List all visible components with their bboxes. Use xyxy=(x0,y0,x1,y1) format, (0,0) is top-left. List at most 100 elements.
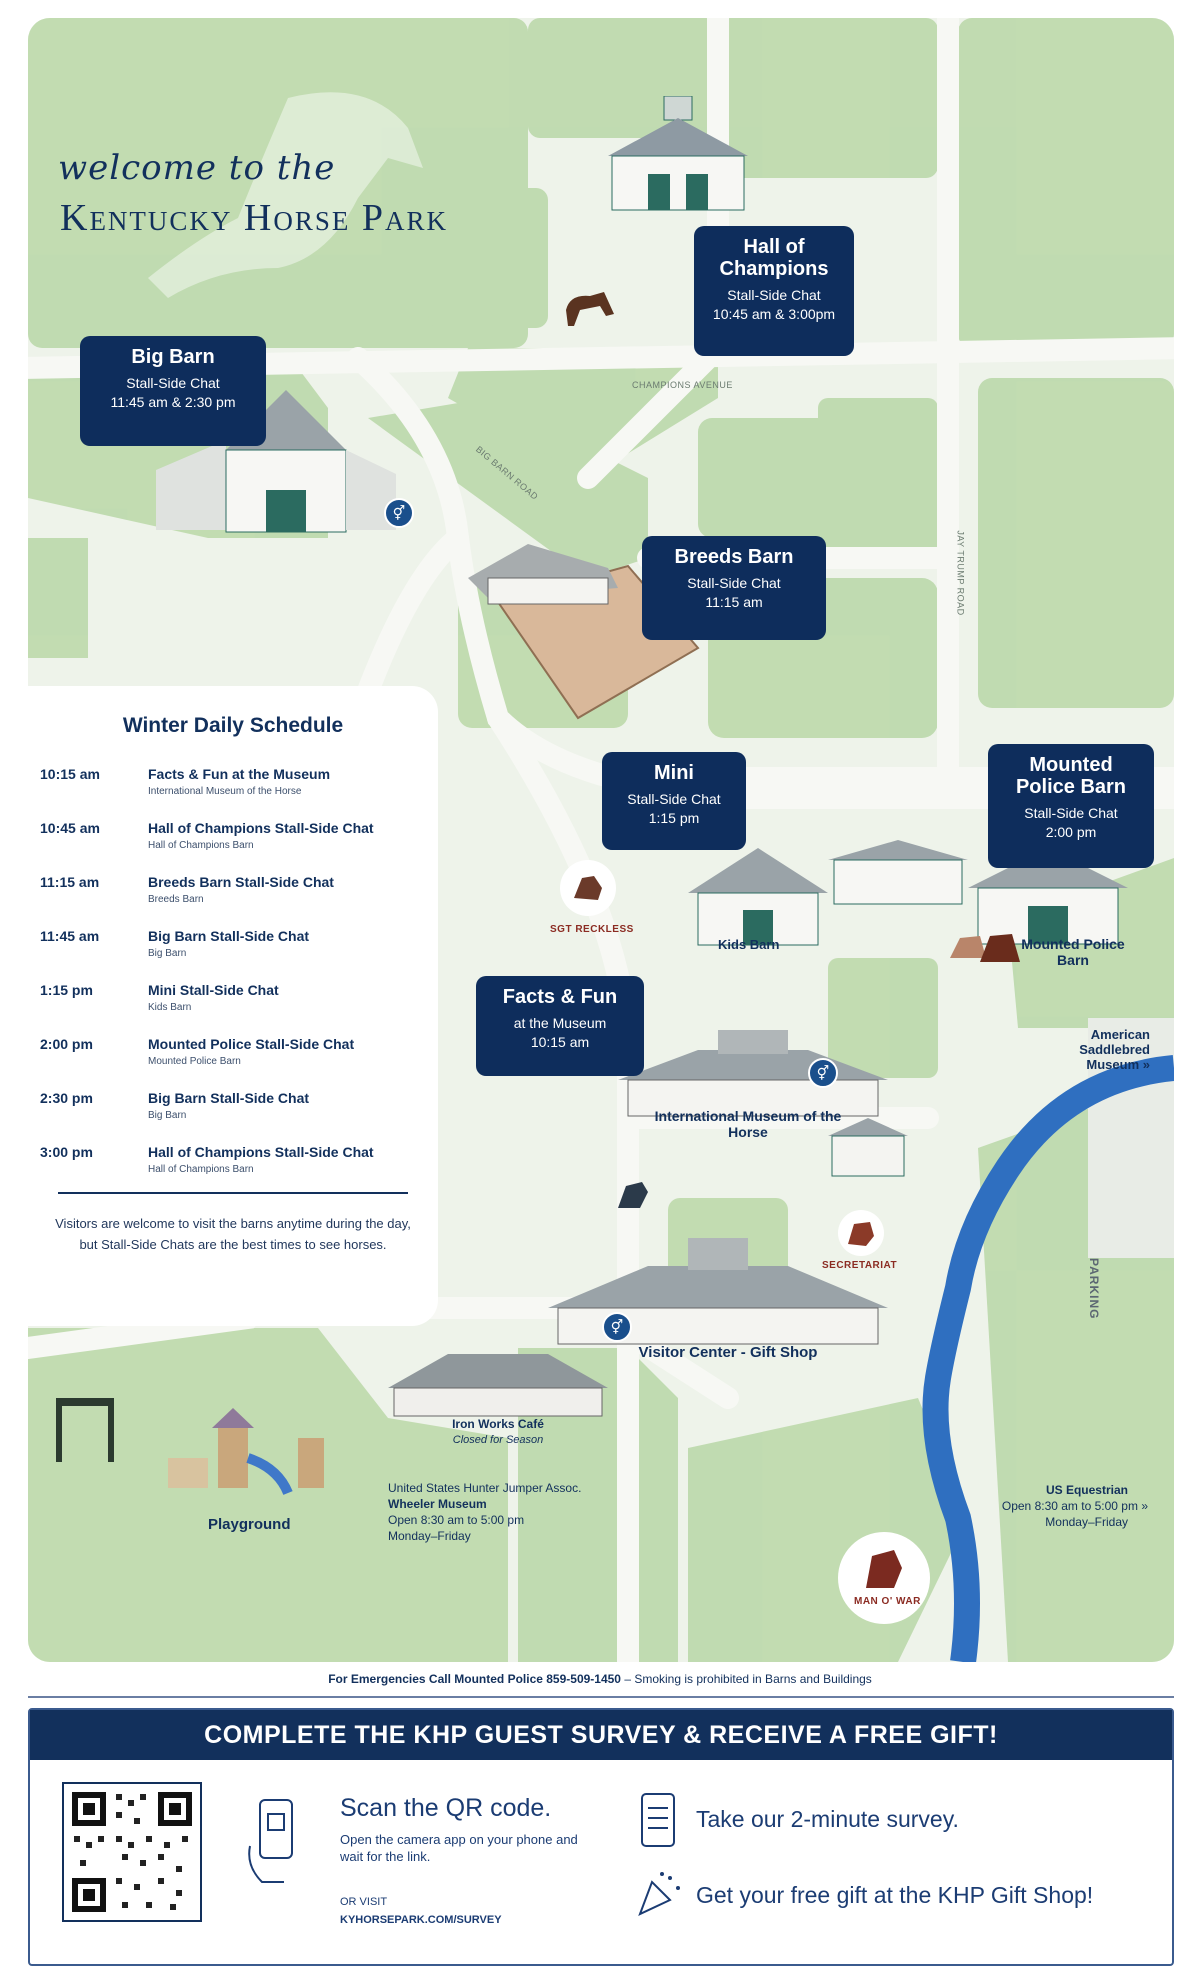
schedule-time: 10:45 am xyxy=(40,820,100,836)
museum-building[interactable] xyxy=(618,1030,888,1120)
schedule-location: Hall of Champions Barn xyxy=(148,1164,254,1175)
mounted-police-barn-building[interactable] xyxy=(968,848,1128,948)
schedule-note: Visitors are welcome to visit the barns … xyxy=(55,1216,411,1252)
playground-structure[interactable] xyxy=(168,1408,348,1498)
callout-title: Big Barn xyxy=(131,346,215,368)
take-survey-text: Take our 2-minute survey. xyxy=(696,1806,959,1832)
survey-banner: COMPLETE THE KHP GUEST SURVEY & RECEIVE … xyxy=(28,1708,1174,1966)
callout-subtitle: Stall-Side Chat xyxy=(727,287,821,303)
us-equestrian-label[interactable]: US Equestrian xyxy=(1045,1483,1128,1497)
title-script: welcome to the xyxy=(58,148,336,188)
survey-qr-code[interactable] xyxy=(62,1782,202,1922)
mini-callout[interactable]: Mini Stall-Side Chat 1:15 pm xyxy=(602,752,746,850)
iron-works-status: Closed for Season xyxy=(452,1434,544,1446)
wheeler-days: Monday–Friday xyxy=(388,1529,471,1543)
schedule-time: 11:45 am xyxy=(40,928,100,944)
schedule-title: Winter Daily Schedule xyxy=(122,714,344,737)
restroom-icon[interactable]: ⚥ xyxy=(384,498,414,528)
kids-barn-label: Kids Barn xyxy=(718,937,780,952)
wheeler-line-1: United States Hunter Jumper Assoc. xyxy=(388,1481,582,1495)
party-popper-icon xyxy=(638,1872,680,1916)
callout-time: 2:00 pm xyxy=(1045,823,1097,840)
museum-horse-statue-icon xyxy=(618,1182,648,1208)
big-barn-callout[interactable]: Big Barn Stall-Side Chat 11:45 am & 2:30… xyxy=(80,336,266,446)
saddlebred-house[interactable] xyxy=(828,1118,908,1178)
schedule-event: Mounted Police Stall-Side Chat xyxy=(148,1036,355,1052)
scan-instructions: Open the camera app on your phone and wa… xyxy=(340,1832,578,1864)
american-saddlebred-label[interactable]: American Saddlebred Museum » xyxy=(1050,1027,1150,1073)
facts-and-fun-callout[interactable]: Facts & Fun at the Museum 10:15 am xyxy=(476,976,644,1076)
schedule-time: 2:30 pm xyxy=(40,1090,93,1106)
survey-list-icon xyxy=(641,1793,675,1847)
restroom-icon[interactable]: ⚥ xyxy=(602,1312,632,1342)
or-visit-label: OR VISIT xyxy=(340,1896,388,1908)
callout-subtitle: Stall-Side Chat xyxy=(687,575,781,591)
schedule-location: Big Barn xyxy=(148,948,187,959)
schedule-event: Hall of Champions Stall-Side Chat xyxy=(148,1144,374,1160)
park-map[interactable]: welcome to the Kentucky Horse Park CHAMP… xyxy=(28,18,1174,1662)
gate-structure[interactable] xyxy=(46,1392,126,1462)
road-champions-avenue: CHAMPIONS AVENUE xyxy=(632,380,733,390)
breeds-barn-callout[interactable]: Breeds Barn Stall-Side Chat 11:15 am xyxy=(642,536,826,640)
man-o-war-label: MAN O' WAR xyxy=(854,1596,921,1607)
breeds-barn-building[interactable] xyxy=(468,538,618,608)
schedule-location: International Museum of the Horse xyxy=(148,786,302,797)
wheeler-museum-label[interactable]: Wheeler Museum xyxy=(388,1497,487,1511)
callout-time: 10:15 am xyxy=(530,1033,590,1050)
survey-heading: COMPLETE THE KHP GUEST SURVEY & RECEIVE … xyxy=(30,1710,1172,1760)
secretariat-statue-icon[interactable] xyxy=(836,1208,886,1258)
schedule-time: 11:15 am xyxy=(40,874,100,890)
scan-title: Scan the QR code. xyxy=(340,1794,552,1822)
callout-title: Mounted Police Barn xyxy=(1015,754,1127,798)
grazing-horse-icon xyxy=(566,292,614,326)
hall-of-champions-callout[interactable]: Hall of Champions Stall-Side Chat 10:45 … xyxy=(694,226,854,356)
mini-barn-building[interactable] xyxy=(828,838,968,908)
parking-label[interactable]: PARKING xyxy=(1087,1258,1101,1320)
callout-time: 11:15 am xyxy=(705,593,763,610)
man-o-war-statue-icon[interactable] xyxy=(854,1538,914,1594)
playground-label: Playground xyxy=(208,1516,291,1533)
wheeler-hours: Open 8:30 am to 5:00 pm xyxy=(388,1513,525,1527)
sgt-reckless-statue-icon[interactable] xyxy=(558,858,618,918)
american-saddlebred-text: American Saddlebred Museum xyxy=(1079,1027,1150,1072)
kids-barn-building[interactable] xyxy=(688,848,828,948)
schedule-location: Mounted Police Barn xyxy=(148,1056,241,1067)
callout-subtitle: Stall-Side Chat xyxy=(627,791,721,807)
arrow-icon: » xyxy=(1142,1056,1150,1072)
hall-of-champions-building[interactable] xyxy=(598,96,758,214)
callout-subtitle: Stall-Side Chat xyxy=(126,375,220,391)
restroom-icon[interactable]: ⚥ xyxy=(808,1058,838,1088)
schedule-time: 3:00 pm xyxy=(40,1144,93,1160)
map-background xyxy=(28,18,1174,1662)
mounted-police-label: Mounted Police Barn xyxy=(1021,936,1125,969)
emergency-contact: For Emergencies Call Mounted Police 859-… xyxy=(328,1672,621,1686)
schedule-row: 10:45 am Hall of Champions Stall-Side Cha… xyxy=(40,820,430,868)
free-gift-text: Get your free gift at the KHP Gift Shop! xyxy=(696,1882,1094,1908)
schedule-time: 10:15 am xyxy=(40,766,100,782)
schedule-event: Hall of Champions Stall-Side Chat xyxy=(148,820,374,836)
callout-title: Facts & Fun xyxy=(502,986,618,1008)
sgt-reckless-label: SGT RECKLESS xyxy=(550,924,634,935)
schedule-row: 3:00 pm Hall of Champions Stall-Side Chat… xyxy=(40,1144,430,1192)
mounted-police-callout[interactable]: Mounted Police Barn Stall-Side Chat 2:00… xyxy=(988,744,1154,868)
survey-url-link[interactable]: KYHORSEPARK.COM/SURVEY xyxy=(340,1914,502,1926)
smoking-notice: – Smoking is prohibited in Barns and Bui… xyxy=(620,1672,872,1686)
callout-time: 1:15 pm xyxy=(648,809,700,826)
us-equestrian-hours-text: Open 8:30 am to 5:00 pm xyxy=(1001,1499,1138,1513)
schedule-location: Kids Barn xyxy=(148,1002,192,1013)
schedule-event: Big Barn Stall-Side Chat xyxy=(148,1090,310,1106)
us-equestrian-hours: Open 8:30 am to 5:00 pm » xyxy=(968,1499,1148,1514)
visitor-center-label: Visitor Center - Gift Shop xyxy=(638,1344,818,1361)
arrow-icon: » xyxy=(1141,1499,1148,1513)
footer-divider xyxy=(28,1696,1174,1698)
schedule-event: Mini Stall-Side Chat xyxy=(148,982,279,998)
iron-works-cafe-building[interactable] xyxy=(388,1338,608,1418)
callout-time: 11:45 am & 2:30 pm xyxy=(110,393,236,410)
